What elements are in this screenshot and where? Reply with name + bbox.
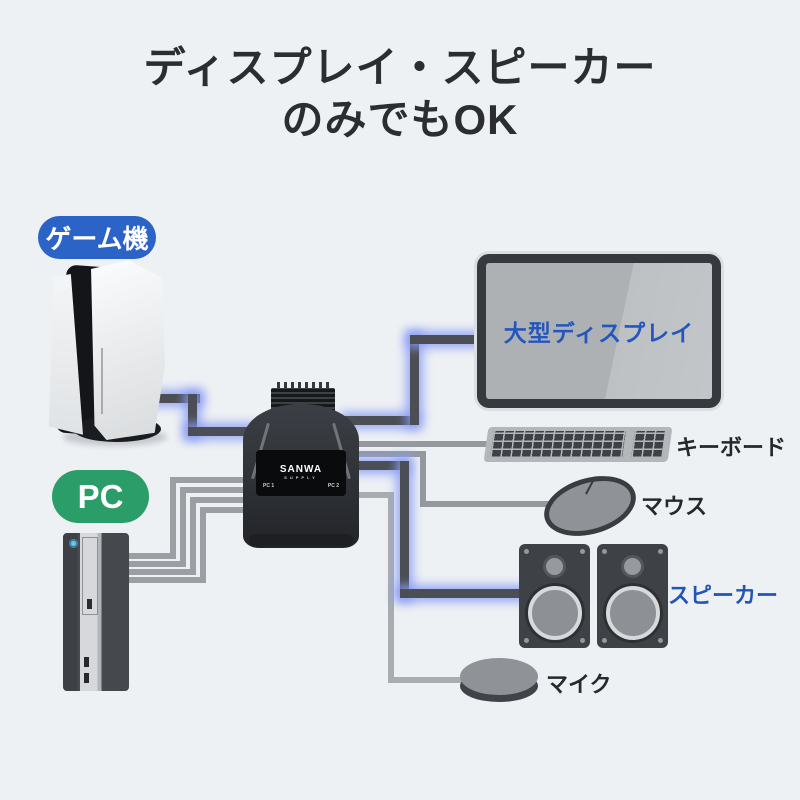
page-title-line2: のみでもOK [281,96,519,143]
pc-badge-label: PC [77,477,124,515]
speaker-tweeter [621,555,644,578]
pc-usb-port [84,657,89,667]
cable-game-to-kvm-segment [188,394,197,436]
cable-pc-to-kvm-segment [126,569,196,575]
cable-kvm-to-mic-segment [348,492,394,498]
speaker-left-illustration [519,544,590,648]
cable-kvm-to-display-segment [410,335,419,425]
cable-pc-to-kvm-segment [180,487,186,567]
cable-pc-to-kvm-segment [180,487,250,493]
pc-badge: PC [52,470,149,523]
cable-game-to-kvm-segment [128,394,200,403]
pc-drive-slot [87,599,92,609]
keyboard-main-keys [490,431,626,458]
speaker-tweeter [543,555,566,578]
display-illustration: 大型ディスプレイ [477,254,721,408]
cable-pc-to-kvm-segment [126,553,176,559]
cable-kvm-to-mouse-segment [420,501,560,507]
kvm-front-panel: SANWA SUPPLY PC 1 PC 2 [256,450,346,496]
cable-pc-to-kvm-segment [170,477,250,483]
game-console-badge-label: ゲーム機 [45,224,149,254]
cable-kvm-to-display-segment [345,416,415,425]
display-label: 大型ディスプレイ [503,320,695,346]
cable-pc-to-kvm-segment [190,497,196,575]
cable-kvm-to-mouse-segment [420,451,426,507]
kvm-brand-logo: SANWA [279,464,323,475]
game-console-badge: ゲーム機 [38,216,156,259]
cable-game-to-kvm-segment [188,427,254,436]
microphone-illustration [460,658,538,706]
kvm-port1-label: PC 1 [263,483,275,489]
speaker-screw [524,549,529,554]
cable-kvm-to-mouse-segment [348,451,426,457]
console-disc-slot [101,348,103,414]
speaker-screw [580,638,585,643]
pc-usb-port [84,673,89,683]
game-console-illustration [45,260,167,446]
cable-pc-to-kvm-segment [126,561,186,567]
speaker-screw [658,549,663,554]
speaker-screw [602,549,607,554]
speaker-screw [580,549,585,554]
display-screen: 大型ディスプレイ [486,263,712,399]
cable-pc-to-kvm-segment [170,477,176,559]
kvm-switch-illustration: SANWA SUPPLY PC 1 PC 2 [243,366,359,548]
keyboard-numpad-keys [631,431,665,458]
mouse-body [537,466,643,546]
keyboard-illustration [483,427,673,462]
kvm-bottom-lip [249,534,353,546]
speaker-right-illustration [597,544,668,648]
cable-kvm-to-speaker-segment [400,461,409,598]
kvm-port2-label: PC 2 [327,483,339,489]
cable-pc-to-kvm-segment [190,497,250,503]
cable-pc-to-kvm-segment [200,507,206,583]
pc-power-button [69,539,78,548]
microphone-disc-top [460,658,538,695]
speaker-screw [524,638,529,643]
pc-tower-illustration [63,533,129,691]
mouse-label: マウス [641,494,708,519]
keyboard-label: キーボード [676,435,787,460]
pc-optical-drive [82,537,98,615]
console-right-panel [91,260,165,440]
cable-kvm-to-keyboard-segment [348,441,500,447]
cable-kvm-to-speaker-segment [348,461,406,470]
speaker-label: スピーカー [668,583,779,608]
page-title: ディスプレイ・スピーカー のみでもOK [0,42,800,146]
speaker-woofer [528,586,582,640]
speaker-screw [658,638,663,643]
kvm-connector-pins [277,382,329,390]
cable-pc-to-kvm-segment [126,577,206,583]
microphone-label: マイク [546,672,612,697]
cable-pc-to-kvm-segment [200,507,250,513]
cable-kvm-to-display-segment [410,335,490,344]
cable-kvm-to-mic-segment [388,677,488,683]
speaker-woofer [606,586,660,640]
cable-kvm-to-speaker-segment [400,589,528,598]
page-title-line1: ディスプレイ・スピーカー [143,44,657,91]
kvm-brand-sub: SUPPLY [284,475,318,480]
speaker-screw [602,638,607,643]
mouse-illustration [537,466,643,546]
cable-kvm-to-mic-segment [388,492,394,683]
